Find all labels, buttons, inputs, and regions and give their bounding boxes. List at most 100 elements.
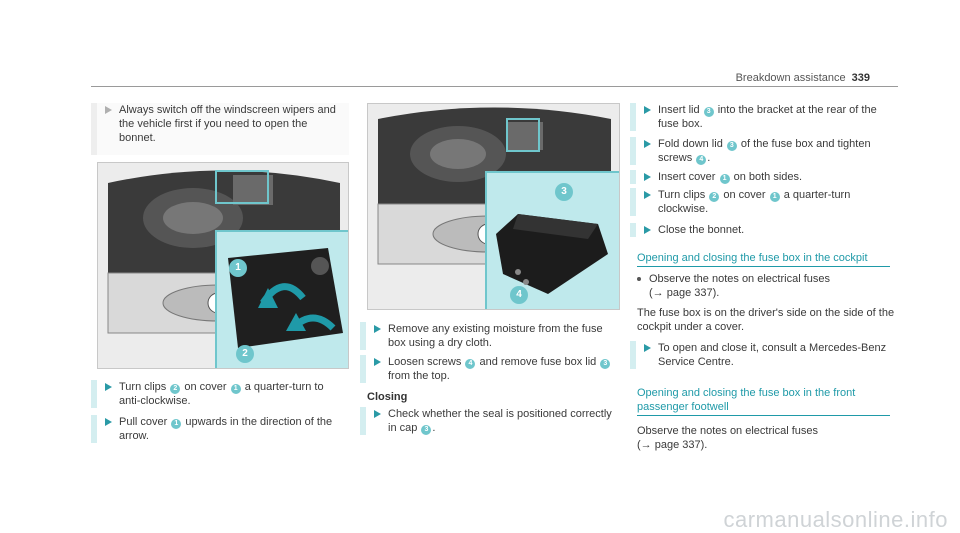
step-text: Turn clips 2 on cover 1 a quarter-turn t… — [119, 380, 344, 408]
callout-4: 4 — [510, 286, 528, 304]
text-fragment: Insert lid — [658, 104, 703, 116]
text-fragment: on cover — [181, 381, 230, 393]
closing-heading: Closing — [367, 391, 408, 403]
step-text: Check whether the seal is positioned cor… — [388, 407, 616, 435]
text-fragment: Turn clips — [658, 189, 709, 201]
step-bar — [630, 223, 636, 237]
engine-bay-illustration-2 — [368, 104, 619, 309]
step-arrow-icon — [644, 226, 651, 234]
page-ref-link[interactable]: (→ page 337). — [637, 439, 708, 451]
callout-2: 2 — [236, 345, 254, 363]
heading-line: Opening and closing the fuse box in the … — [637, 387, 856, 399]
cockpit-fuse-box-location: The fuse box is on the driver's side on … — [637, 307, 895, 333]
callout-ref: 3 — [421, 425, 432, 435]
step-text: Loosen screws 4 and remove fuse box lid … — [388, 355, 616, 383]
step-insert-lid: Insert lid 3 into the bracket at the rea… — [630, 103, 900, 131]
callout-ref: 1 — [171, 419, 182, 429]
safety-note: Always switch off the windscreen wipers … — [91, 103, 349, 155]
text-fragment: upwards in the direction of the arrow. — [119, 416, 333, 442]
step-bar — [630, 137, 636, 165]
step-arrow-icon — [374, 358, 381, 366]
text-fragment: Check whether the seal is positioned cor… — [388, 408, 612, 434]
text-fragment: Insert cover — [658, 171, 719, 183]
step-text: Insert cover 1 on both sides. — [658, 170, 896, 184]
step-consult-service: To open and close it, consult a Mercedes… — [630, 341, 900, 369]
step-arrow-icon — [644, 344, 651, 352]
text-fragment: from the top. — [388, 370, 450, 382]
heading-rule — [637, 415, 890, 416]
engine-bay-illustration-1 — [98, 163, 348, 368]
callout-ref: 3 — [703, 107, 714, 117]
text-fragment: a quarter-turn to anti-clockwise. — [119, 381, 324, 407]
step-arrow-icon — [105, 418, 112, 426]
callout-1: 1 — [229, 259, 247, 277]
text-fragment: Turn clips — [119, 381, 170, 393]
text-fragment: a quarter-turn clockwise. — [658, 189, 851, 215]
step-pull-cover: Pull cover 1 upwards in the direction of… — [91, 415, 353, 443]
step-text: Insert lid 3 into the bracket at the rea… — [658, 103, 896, 131]
text-fragment: Observe the notes on electrical fuses — [637, 425, 818, 437]
callout-ref: 1 — [769, 192, 780, 202]
watermark: carmanualsonline.info — [723, 507, 948, 532]
figure-fuse-box-lid: 3 4 — [367, 103, 620, 310]
step-bar — [630, 188, 636, 216]
heading-cockpit-fuse-box: Opening and closing the fuse box in the … — [637, 252, 868, 264]
text-fragment: Observe the notes on electrical fuses — [649, 273, 830, 285]
step-loosen-screws: Loosen screws 4 and remove fuse box lid … — [360, 355, 625, 383]
page-ref-link[interactable]: (→ page 337). — [649, 287, 720, 299]
step-fold-down-lid: Fold down lid 3 of the fuse box and tigh… — [630, 137, 900, 165]
step-bar — [360, 407, 366, 435]
step-arrow-icon — [644, 106, 651, 114]
step-text: Fold down lid 3 of the fuse box and tigh… — [658, 137, 896, 165]
step-check-seal: Check whether the seal is positioned cor… — [360, 407, 625, 435]
bullet-dot — [637, 277, 641, 281]
step-bar — [630, 170, 636, 184]
bullet-text: Observe the notes on electrical fuses (→… — [649, 272, 889, 300]
callout-ref: 1 — [719, 174, 730, 184]
text-fragment: . — [707, 152, 711, 164]
step-bar — [630, 341, 636, 369]
step-bar — [360, 322, 366, 350]
step-text: Pull cover 1 upwards in the direction of… — [119, 415, 344, 443]
step-text: Close the bonnet. — [658, 224, 745, 236]
callout-3: 3 — [555, 183, 573, 201]
text-fragment: into the bracket at the rear of the fuse… — [658, 104, 877, 130]
step-bar — [360, 355, 366, 383]
bullet-observe-notes: Observe the notes on electrical fuses (→… — [637, 272, 897, 300]
step-text: Turn clips 2 on cover 1 a quarter-turn c… — [658, 188, 896, 216]
text-fragment: of the fuse box and tighten screws — [658, 138, 871, 164]
step-bar — [91, 415, 97, 443]
step-arrow-icon — [374, 410, 381, 418]
callout-ref: 4 — [696, 155, 707, 165]
callout-ref: 3 — [600, 359, 611, 369]
step-bar — [91, 380, 97, 408]
figure-fuse-box-cover: 1 2 — [97, 162, 349, 369]
text-fragment: . — [432, 422, 436, 434]
step-arrow-icon — [374, 325, 381, 333]
step-remove-moisture: Remove any existing moisture from the fu… — [360, 322, 625, 350]
step-arrow-icon — [644, 140, 651, 148]
header-rule — [91, 86, 898, 87]
footwell-note: Observe the notes on electrical fuses (→… — [637, 424, 895, 452]
section-title: Breakdown assistance — [735, 72, 846, 84]
callout-ref: 1 — [230, 384, 241, 394]
step-text: To open and close it, consult a Mercedes… — [658, 342, 887, 368]
note-arrow-icon — [105, 106, 112, 114]
step-arrow-icon — [644, 191, 651, 199]
step-text: Remove any existing moisture from the fu… — [388, 323, 603, 349]
text-fragment: Loosen screws — [388, 356, 465, 368]
note-text: Always switch off the windscreen wipers … — [119, 104, 336, 144]
text-fragment: Fold down lid — [658, 138, 726, 150]
heading-line: passenger footwell — [637, 401, 729, 413]
step-turn-clips: Turn clips 2 on cover 1 a quarter-turn t… — [91, 380, 353, 408]
step-insert-cover: Insert cover 1 on both sides. — [630, 170, 900, 184]
callout-ref: 2 — [709, 192, 720, 202]
text-fragment: and remove fuse box lid — [476, 356, 600, 368]
step-arrow-icon — [105, 383, 112, 391]
text-fragment: on both sides. — [730, 171, 803, 183]
callout-ref: 4 — [465, 359, 476, 369]
callout-ref: 3 — [726, 141, 737, 151]
note-bar — [91, 103, 97, 155]
heading-rule — [637, 266, 890, 267]
